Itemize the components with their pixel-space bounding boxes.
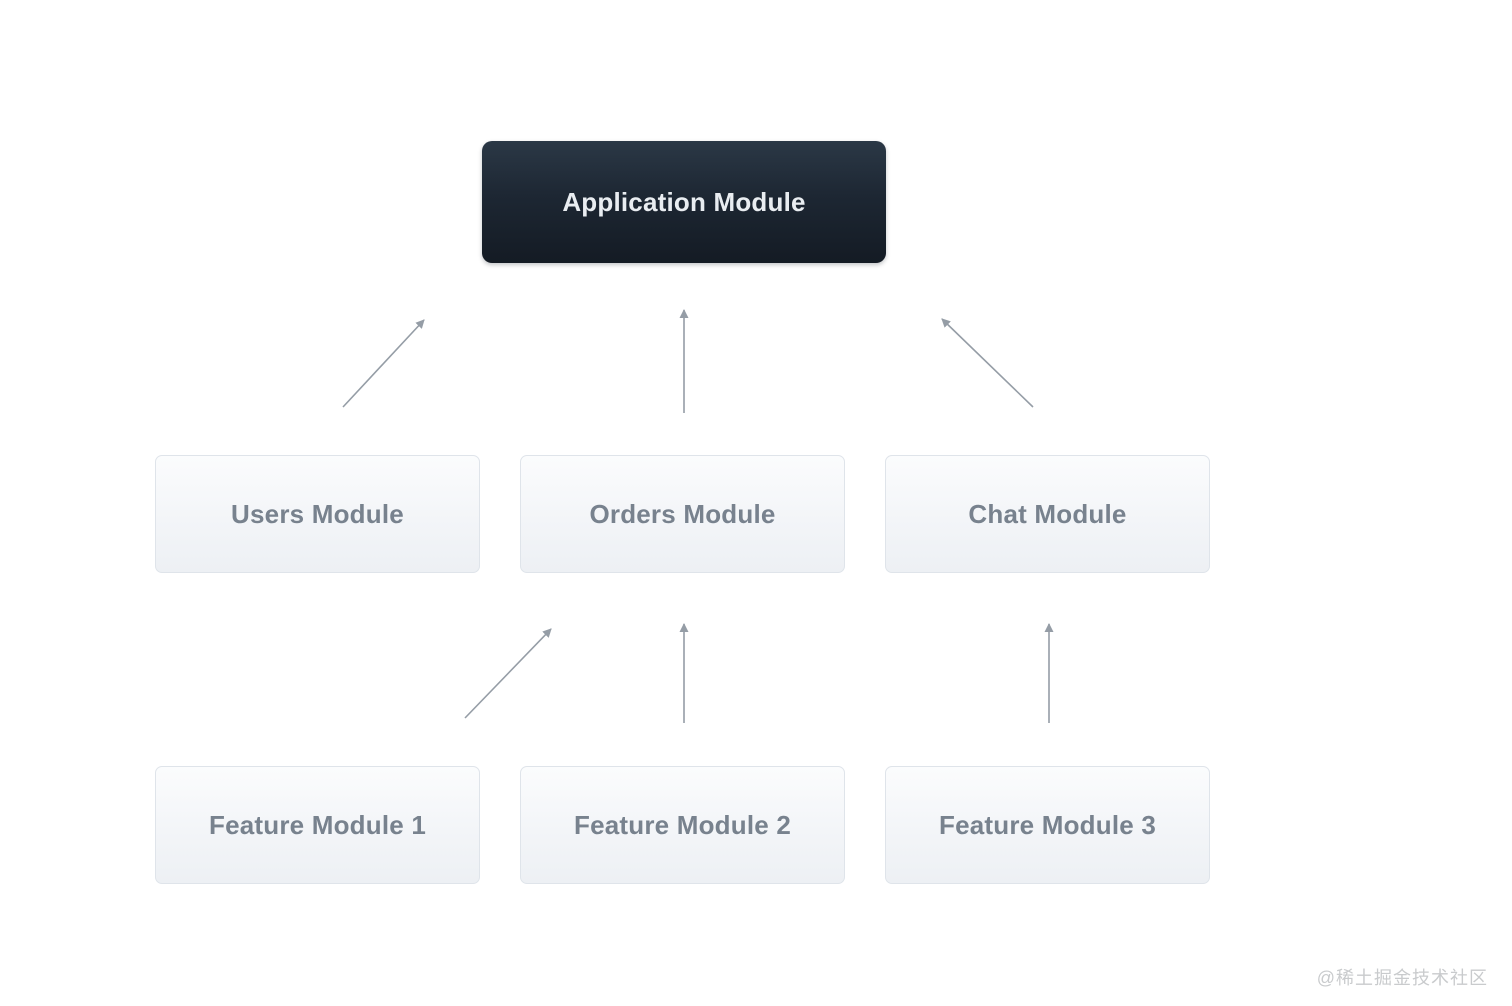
node-label: Chat Module <box>968 498 1127 529</box>
arrow-users-to-application <box>342 319 425 408</box>
node-label: Users Module <box>231 498 404 529</box>
arrow-chat-to-application <box>941 318 1034 408</box>
node-feature-module-3: Feature Module 3 <box>885 766 1210 884</box>
node-application-module: Application Module <box>482 141 886 263</box>
node-label: Feature Module 3 <box>938 809 1156 840</box>
node-users-module: Users Module <box>155 455 480 573</box>
watermark: @稀土掘金技术社区 <box>1316 968 1488 988</box>
node-label: Feature Module 2 <box>573 809 791 840</box>
node-label: Feature Module 1 <box>208 809 426 840</box>
node-label: Application Module <box>562 186 806 217</box>
node-label: Orders Module <box>589 498 776 529</box>
node-orders-module: Orders Module <box>520 455 845 573</box>
node-chat-module: Chat Module <box>885 455 1210 573</box>
arrow-feature1-to-orders <box>464 628 552 719</box>
node-feature-module-1: Feature Module 1 <box>155 766 480 884</box>
node-feature-module-2: Feature Module 2 <box>520 766 845 884</box>
